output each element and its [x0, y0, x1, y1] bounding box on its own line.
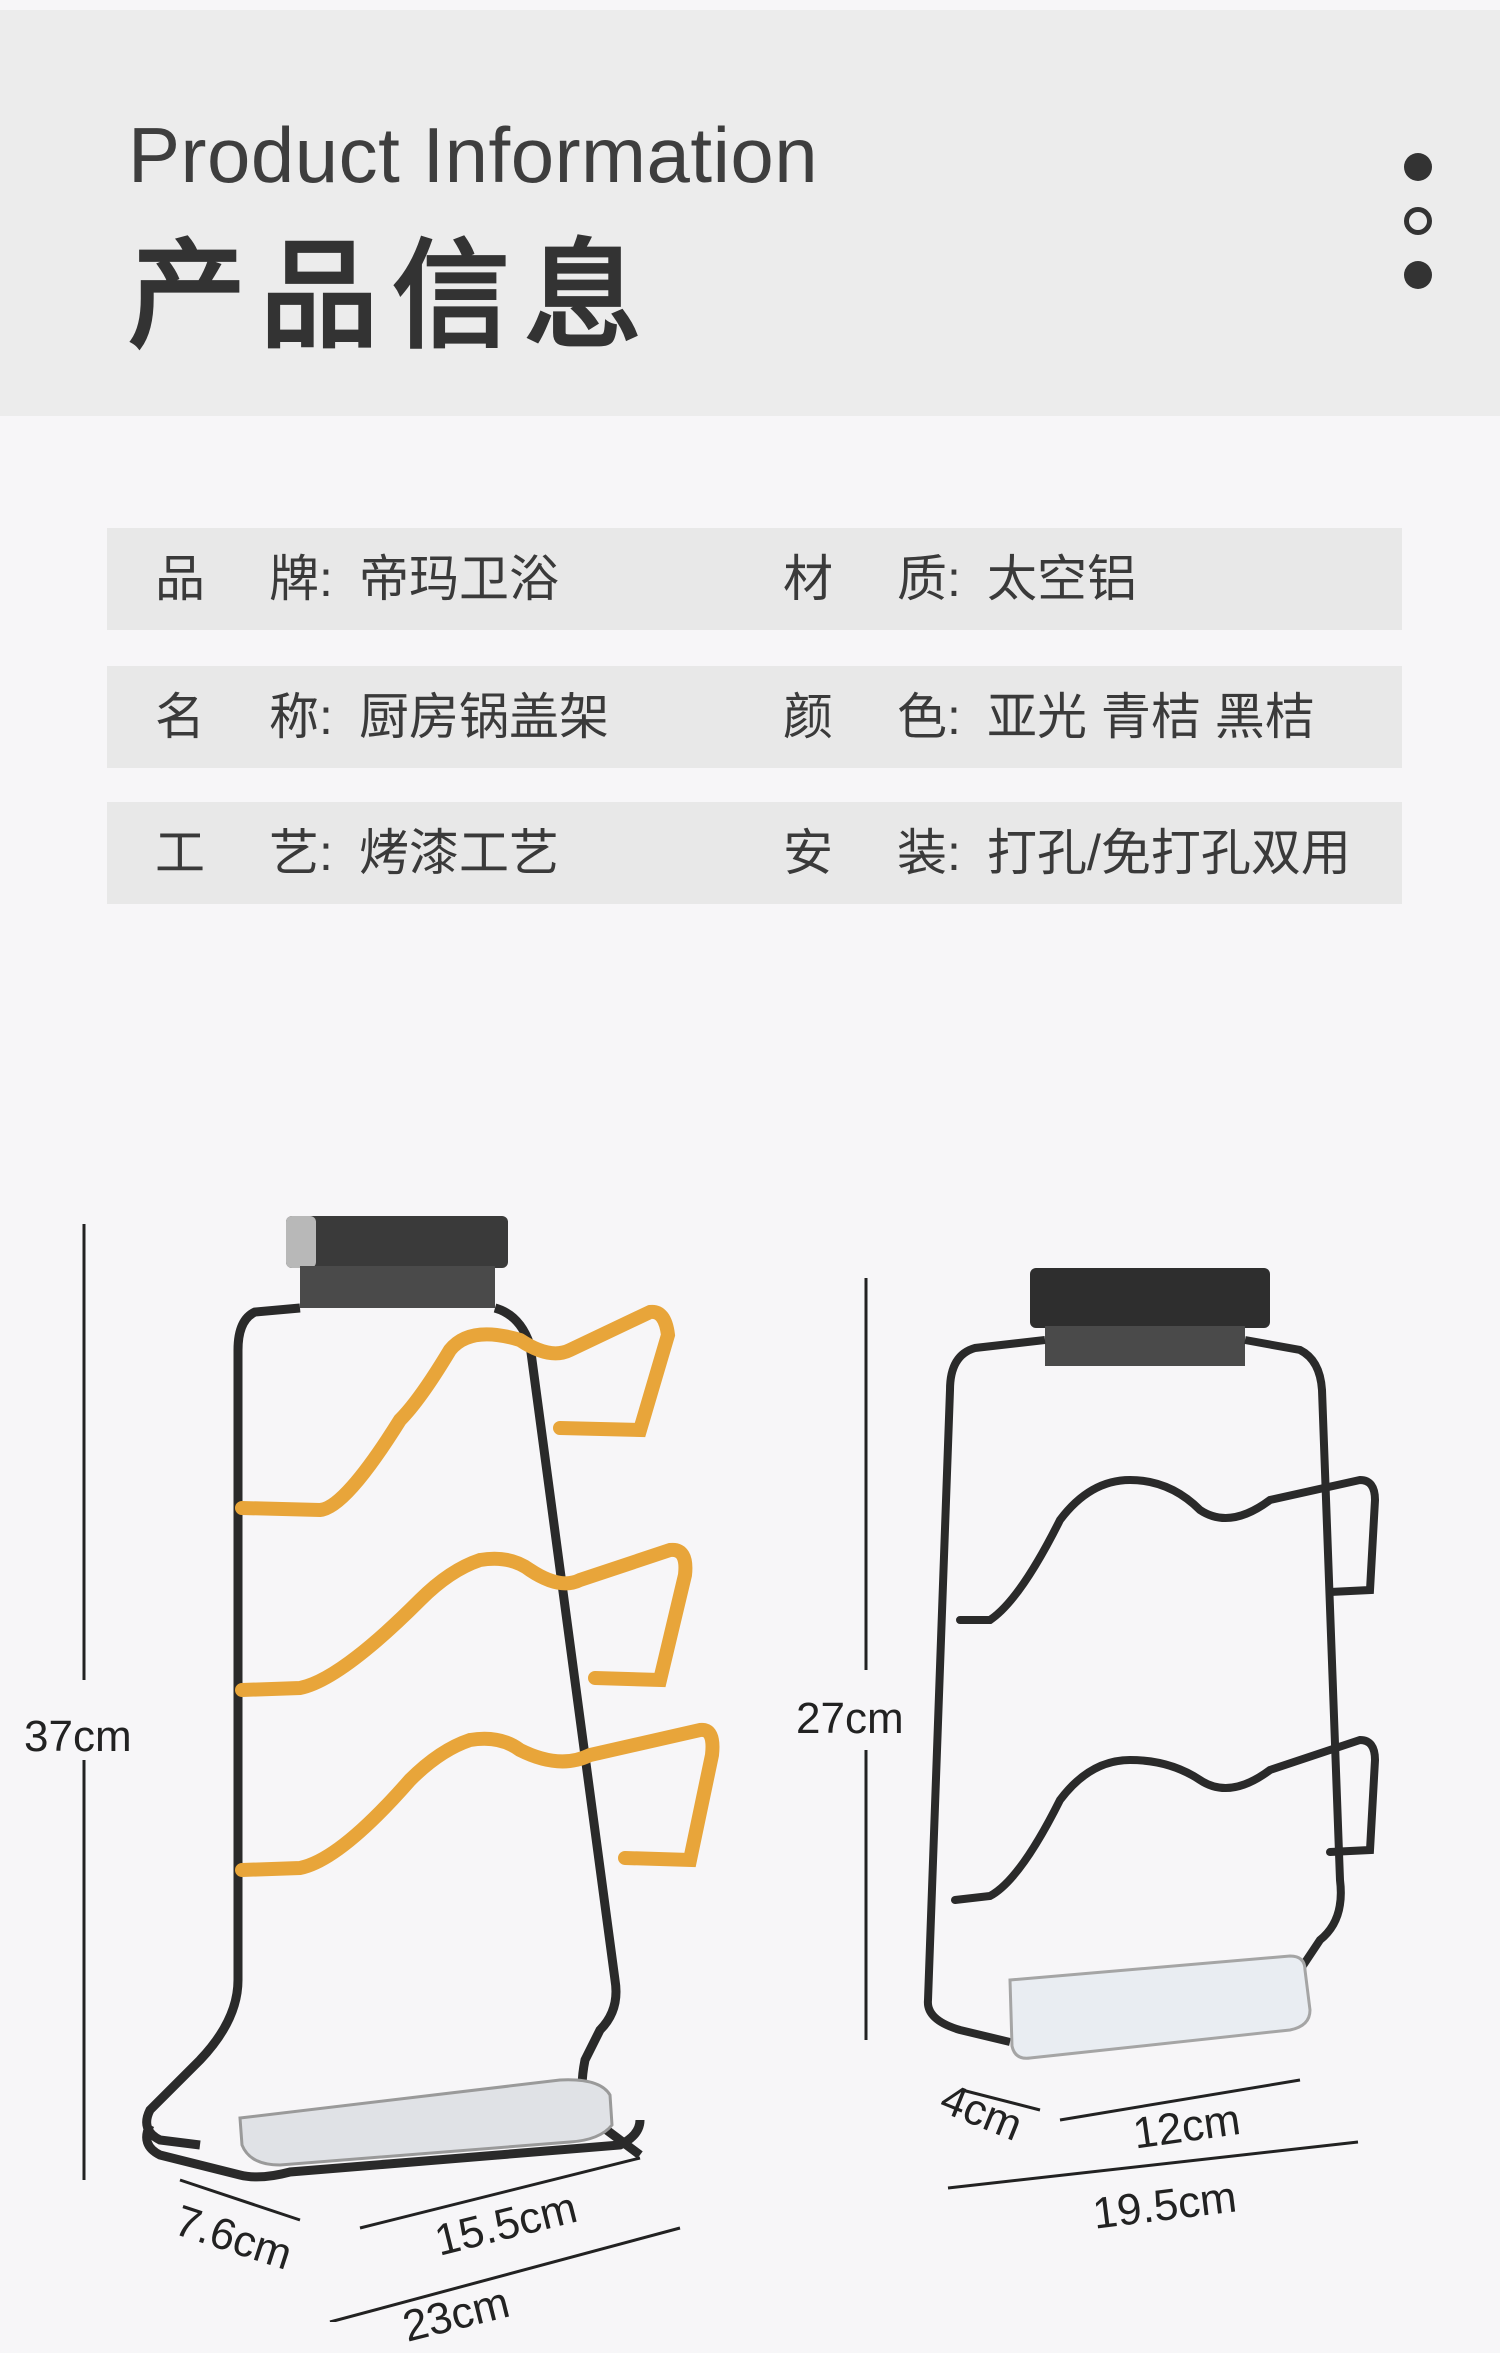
- inner-dimension-line: [1059, 2078, 1301, 2122]
- spec-key-char: 名: [155, 689, 205, 745]
- frame-right: [1244, 1336, 1345, 1973]
- spec-key-char: 色:: [897, 689, 961, 745]
- frame-left: [923, 1336, 1046, 2046]
- spec-key-char: 颜: [783, 689, 833, 745]
- frame-base: [142, 2119, 645, 2182]
- header-banner: Product Information 产品信息: [0, 0, 1500, 416]
- small-rack: [923, 1268, 1380, 2060]
- title-chinese: 产品信息: [128, 231, 657, 363]
- spec-value: 帝玛卫浴: [359, 551, 559, 607]
- frame-left: [142, 1303, 301, 2150]
- title-english: Product Information: [128, 111, 819, 199]
- dimension-label: 27cm: [796, 1694, 904, 1743]
- spec-row: 品 牌: 帝玛卫浴 材 质: 太空铝: [107, 528, 1402, 630]
- lid-holder-top: [235, 1304, 676, 1518]
- dimension-label: 37cm: [24, 1712, 132, 1761]
- spec-row: 工 艺: 烤漆工艺 安 装: 打孔/免打孔双用: [107, 802, 1402, 904]
- dot-filled-icon: [1404, 261, 1432, 289]
- mount-plate: [300, 1266, 495, 1308]
- spec-row: 名 称: 厨房锅盖架 颜 色: 亚光 青桔 黑桔: [107, 666, 1402, 768]
- dot-filled-icon: [1404, 153, 1432, 181]
- mount-bracket-end: [286, 1216, 316, 1268]
- spec-key-char: 称:: [269, 689, 333, 745]
- spec-key-char: 材: [783, 551, 833, 607]
- lid-holder-bottom: [235, 1722, 720, 1877]
- lid-holder-top: [956, 1475, 1380, 1624]
- spec-key: 品 牌:: [155, 528, 333, 630]
- spec-key: 工 艺:: [155, 802, 333, 904]
- product-illustration: [82, 1216, 1380, 2322]
- dot-hollow-icon: [1404, 207, 1432, 235]
- lid-holder-bottom: [951, 1735, 1380, 1904]
- spec-value: 打孔/免打孔双用: [987, 825, 1351, 881]
- spec-key-char: 艺:: [269, 825, 333, 881]
- spec-value: 亚光 青桔 黑桔: [987, 689, 1315, 745]
- large-rack: [142, 1216, 720, 2182]
- depth-dimension-line: [961, 2088, 1041, 2112]
- spec-value: 厨房锅盖架: [359, 689, 609, 745]
- lid-holder-middle: [235, 1542, 693, 1697]
- mount-bracket: [1030, 1268, 1270, 1328]
- spec-key: 名 称:: [155, 666, 333, 768]
- mount-plate: [1045, 1326, 1245, 1366]
- spec-key-char: 安: [783, 825, 833, 881]
- depth-dimension-line: [179, 2178, 301, 2222]
- width-dimension-line: [329, 2226, 681, 2322]
- spec-key-char: 质:: [897, 551, 961, 607]
- width-dimension-line: [947, 2140, 1359, 2190]
- spec-key-char: 牌:: [269, 551, 333, 607]
- spec-value: 太空铝: [987, 551, 1137, 607]
- drip-tray: [238, 2078, 614, 2167]
- dots-icon: [1400, 153, 1436, 315]
- spec-key-char: 装:: [897, 825, 961, 881]
- inner-dimension-line: [359, 2156, 641, 2230]
- drip-tray: [1008, 1954, 1312, 2060]
- mount-bracket: [286, 1216, 508, 1268]
- spec-key-char: 工: [155, 825, 205, 881]
- spec-value: 烤漆工艺: [359, 825, 559, 881]
- spec-key-char: 品: [155, 551, 205, 607]
